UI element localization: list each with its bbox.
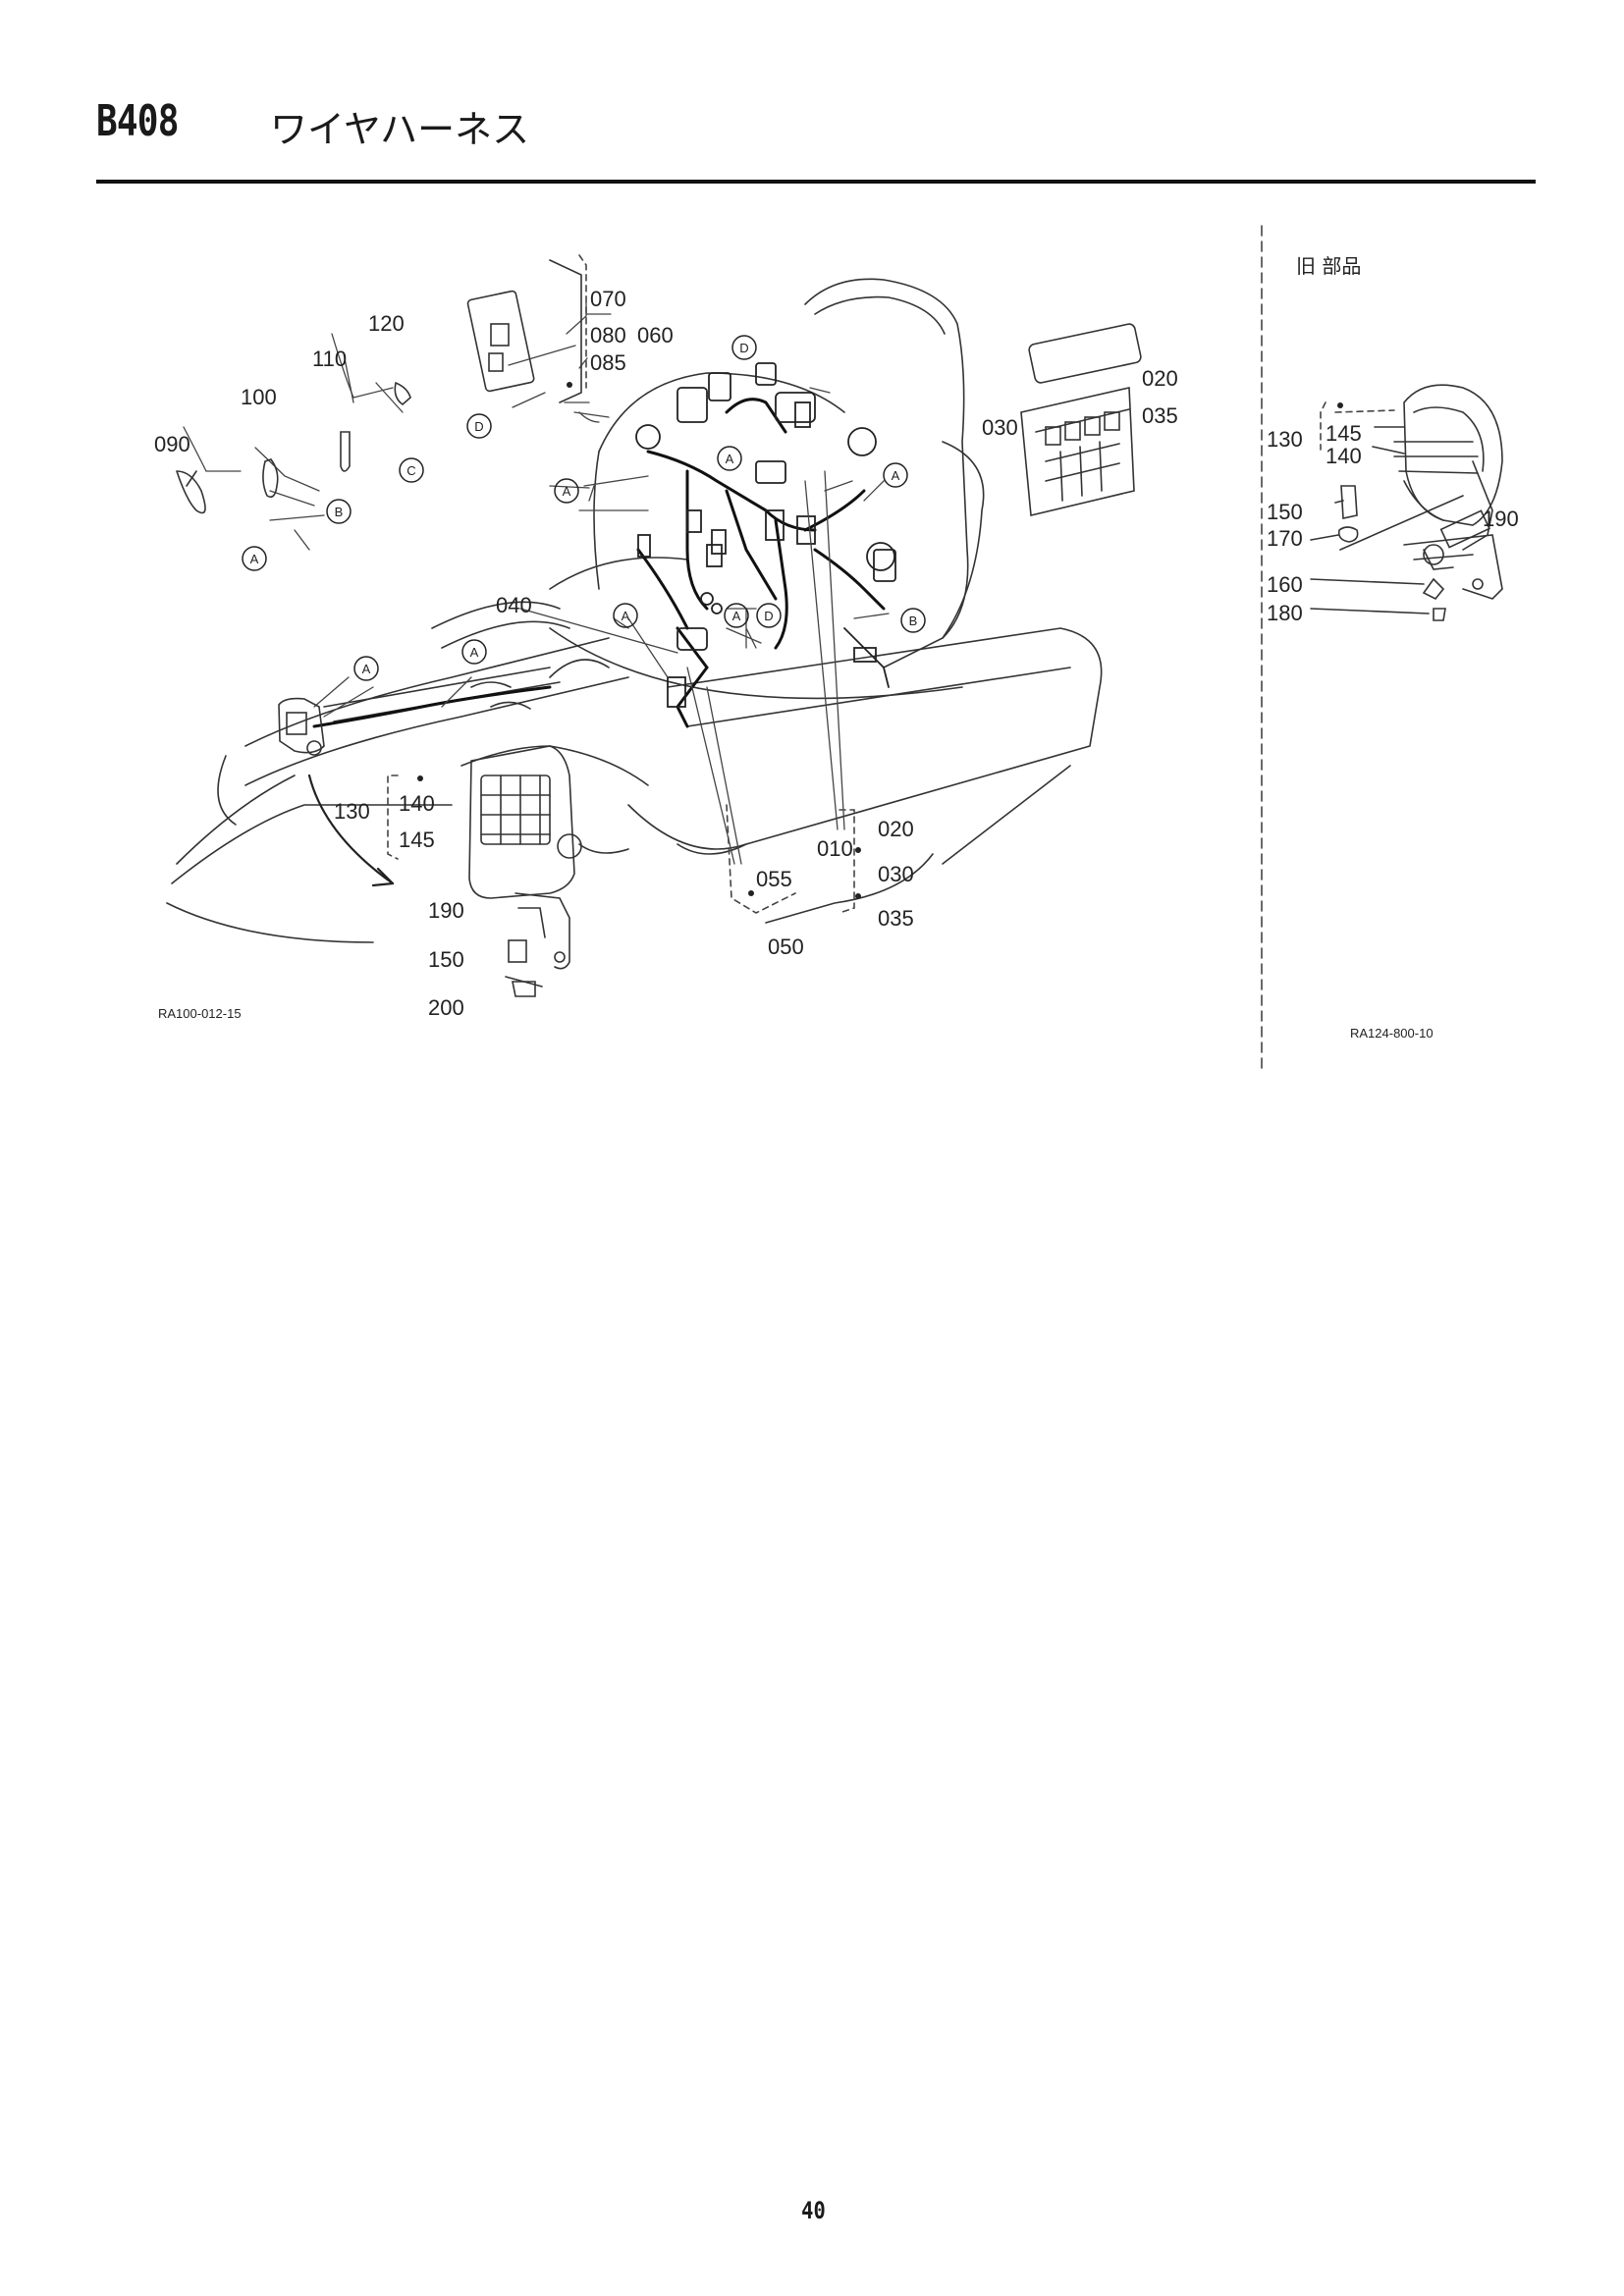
section-title: ワイヤハーネス [270,108,530,151]
ref-D: D [739,341,748,355]
side-callout-150: 150 [1267,500,1303,524]
side-callout-145: 145 [1326,421,1362,446]
header-rule [96,180,1536,184]
small-parts [176,382,411,514]
side-panel-title: 旧 部品 [1296,254,1361,278]
leader-lines [183,301,890,865]
figure-code-main: RA100-012-15 [158,1006,242,1021]
ref-A: A [892,468,900,483]
callout-070: 070 [590,287,626,311]
excavator-body-outline [166,278,1103,943]
harness-components [635,362,896,708]
side-panel-light [1310,384,1503,621]
ref-A: A [563,484,571,499]
callout-050: 050 [768,934,804,959]
callout-110: 110 [312,347,347,371]
callout-145: 145 [399,828,435,852]
ref-A: A [726,452,734,466]
callout-120: 120 [368,311,405,336]
side-callout-170: 170 [1267,526,1303,551]
page-number: 40 [801,2197,826,2224]
work-light-small [278,697,325,756]
figure-code-side: RA124-800-10 [1350,1026,1434,1041]
section-code: B408 [96,96,179,146]
ref-D: D [474,419,483,434]
side-callout-180: 180 [1267,601,1303,625]
ref-A: A [622,609,630,623]
callout-130: 130 [334,799,370,824]
callout-150: 150 [428,947,464,972]
group-brackets [387,225,1395,1071]
wire-harness-lines [312,398,886,728]
callout-190: 190 [428,898,464,923]
callout-040: 040 [496,593,532,617]
ref-D: D [764,609,773,623]
ref-B: B [335,505,344,519]
callout-080: 080 [590,323,626,347]
side-callout-190: 190 [1483,507,1519,531]
callout-140: 140 [399,791,435,816]
callout-060: 060 [637,323,674,347]
ref-A: A [470,645,479,660]
ref-A: A [362,662,371,676]
callout-200: 200 [428,995,464,1020]
work-light-large [468,745,629,997]
side-callout-160: 160 [1267,572,1303,597]
callout-020: 020 [878,817,914,841]
callout-055: 055 [756,867,792,891]
side-callout-130: 130 [1267,427,1303,452]
callout-box-020: 020 [1142,366,1178,391]
connector-060 [466,259,582,403]
ref-B: B [909,614,918,628]
fuse-box [1020,323,1142,516]
side-callout-140: 140 [1326,444,1362,468]
callout-030: 030 [878,862,914,886]
callout-box-035: 035 [1142,403,1178,428]
ref-C: C [406,463,415,478]
callout-035: 035 [878,906,914,931]
ref-A: A [250,552,259,566]
callout-100: 100 [241,385,277,409]
callout-box-030: 030 [982,415,1018,440]
ref-A: A [732,609,741,623]
callout-010: 010 [817,836,853,861]
callout-085: 085 [590,350,626,375]
callout-090: 090 [154,432,190,456]
bracket-dots [417,382,1343,899]
